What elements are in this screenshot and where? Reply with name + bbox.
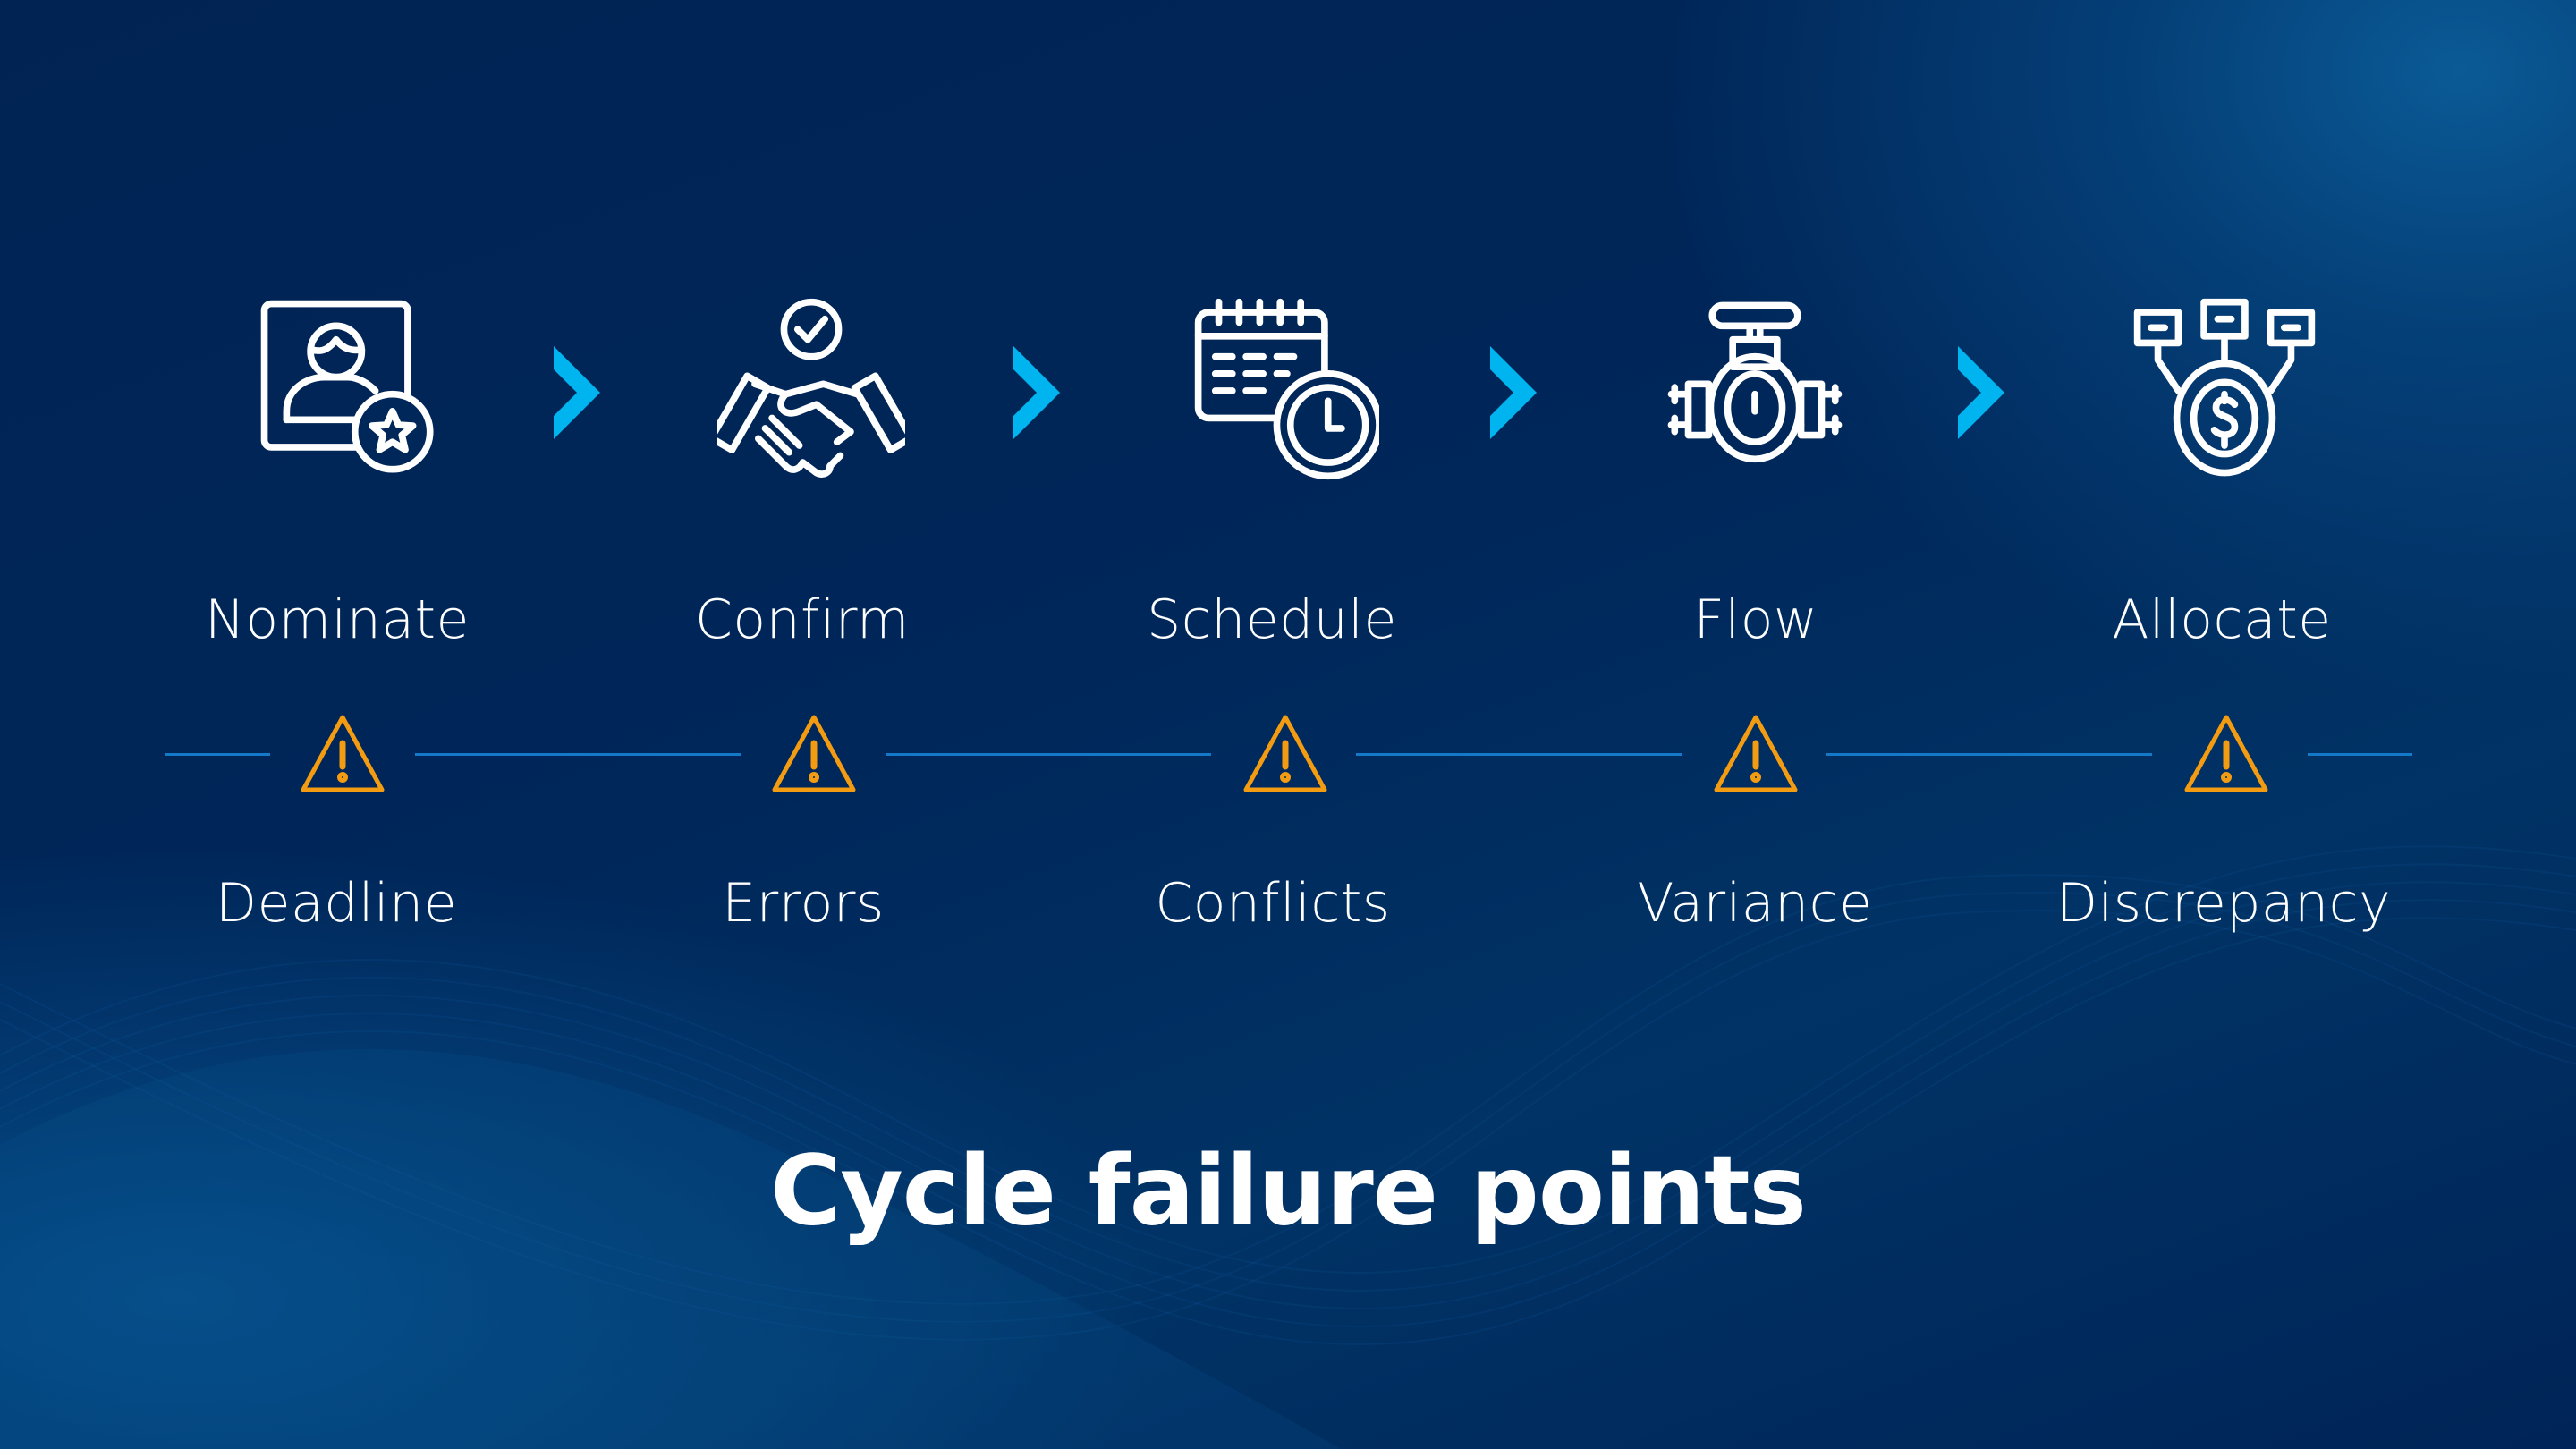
warning-triangle-icon bbox=[772, 715, 856, 792]
failure-label-errors: Errors bbox=[722, 872, 885, 935]
dollar-distribution-icon bbox=[2133, 298, 2316, 477]
warning-triangle-icon bbox=[1714, 715, 1798, 792]
connector-line bbox=[415, 753, 741, 756]
warning-triangle-icon bbox=[2184, 715, 2268, 792]
chevron-right-icon bbox=[554, 346, 600, 439]
step-label-allocate: Allocate bbox=[2112, 589, 2332, 651]
warning-triangle-icon bbox=[301, 715, 385, 792]
step-label-nominate: Nominate bbox=[205, 589, 470, 651]
calendar-clock-icon bbox=[1194, 298, 1379, 480]
connector-line bbox=[165, 753, 270, 756]
failure-label-variance: Variance bbox=[1637, 872, 1873, 935]
slide-title: Cycle failure points bbox=[770, 1135, 1807, 1248]
chevron-right-icon bbox=[1958, 346, 2004, 439]
step-label-flow: Flow bbox=[1693, 589, 1818, 651]
handshake-check-icon bbox=[717, 298, 905, 478]
failure-label-discrepancy: Discrepancy bbox=[2055, 872, 2392, 935]
failure-label-deadline: Deadline bbox=[215, 872, 458, 935]
connector-line bbox=[1356, 753, 1682, 756]
warning-triangle-icon bbox=[1243, 715, 1327, 792]
chevron-right-icon bbox=[1013, 346, 1060, 439]
chevron-right-icon bbox=[1490, 346, 1537, 439]
step-label-schedule: Schedule bbox=[1147, 589, 1397, 651]
connector-line bbox=[2308, 753, 2412, 756]
connector-line bbox=[886, 753, 1211, 756]
pipeline-valve-icon bbox=[1667, 301, 1843, 463]
connector-line bbox=[1826, 753, 2152, 756]
step-label-confirm: Confirm bbox=[695, 589, 910, 651]
failure-label-conflicts: Conflicts bbox=[1155, 872, 1391, 935]
user-profile-star-icon bbox=[260, 300, 434, 473]
